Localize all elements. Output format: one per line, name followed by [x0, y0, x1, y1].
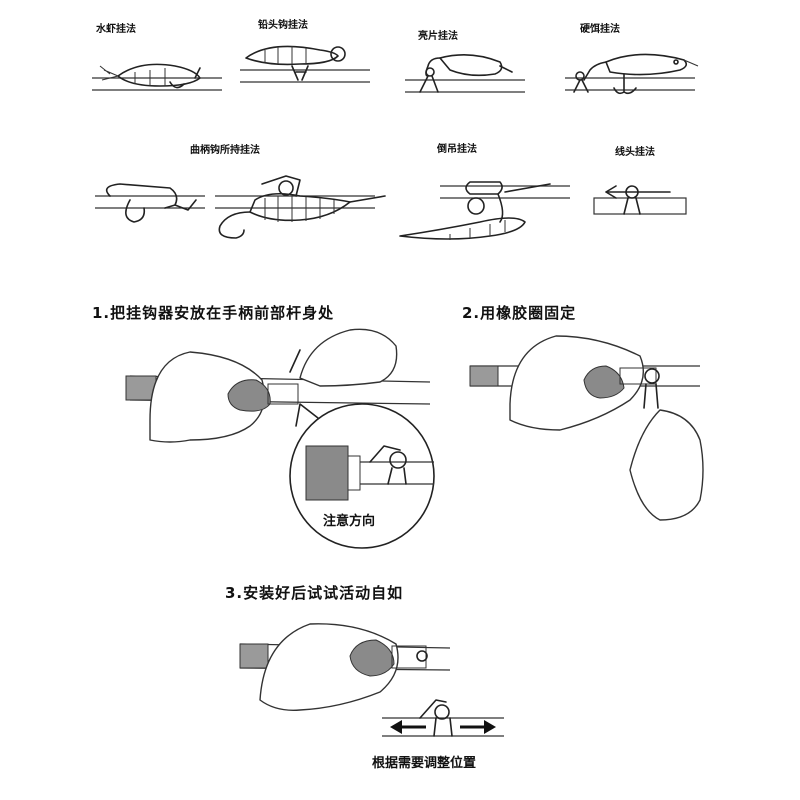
dropshot-rig-drawing [399, 181, 570, 240]
direction-note: 注意方向 [323, 514, 376, 529]
step-1-title: 1.把挂钩器安放在手柄前部杆身处 [92, 304, 335, 322]
method-label-spoon: 亮片挂法 [418, 31, 458, 42]
hardbait-rig-drawing [565, 53, 699, 95]
jighead-rig-drawing [240, 45, 370, 83]
step-1-zoom-callout [289, 403, 435, 549]
step-1-drawing [125, 328, 431, 443]
method-label-hardbait: 硬饵挂法 [580, 24, 620, 35]
step-3-title: 3.安装好后试试活动自如 [225, 584, 404, 602]
crankhook-rig-drawing-a [95, 183, 205, 223]
step-3-drawing [239, 623, 451, 711]
crankhook-rig-drawing-b [215, 175, 386, 239]
step-2-drawing [469, 335, 704, 521]
shrimp-rig-drawing [92, 63, 222, 91]
method-label-crankhook: 曲柄钩所持挂法 [190, 145, 260, 156]
lineend-rig-drawing [593, 185, 687, 215]
method-label-jighead: 铅头钩挂法 [258, 20, 308, 31]
method-label-shrimp: 水虾挂法 [96, 24, 136, 35]
spoon-rig-drawing [405, 54, 525, 93]
method-label-dropshot: 倒吊挂法 [437, 144, 477, 155]
method-label-lineend: 线头挂法 [615, 147, 655, 158]
adjust-arrows-diagram [382, 699, 504, 737]
step-2-title: 2.用橡胶圈固定 [462, 304, 577, 322]
adjust-note: 根据需要调整位置 [372, 756, 477, 771]
